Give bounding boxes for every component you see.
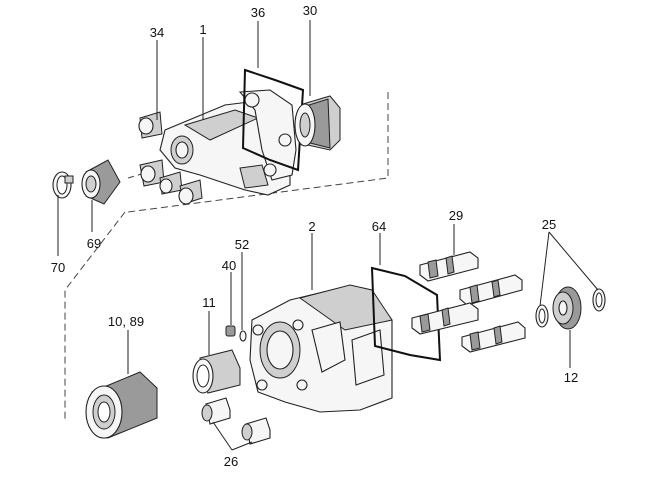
callout-70: 70 bbox=[51, 260, 65, 275]
callout-labels: 34 1 36 30 70 69 29 2 64 25 52 40 11 10,… bbox=[51, 3, 578, 469]
part-40-plug bbox=[225, 325, 236, 337]
callout-25: 25 bbox=[542, 217, 556, 232]
callout-2: 2 bbox=[308, 219, 315, 234]
callout-52: 52 bbox=[235, 237, 249, 252]
part-52-oring bbox=[239, 330, 247, 342]
callout-10-89: 10, 89 bbox=[108, 314, 144, 329]
part-25-rings bbox=[535, 288, 606, 328]
part-2-main-housing bbox=[249, 284, 393, 413]
part-11-sleeve bbox=[192, 349, 241, 394]
part-29-shafts bbox=[411, 251, 526, 353]
part-64-gasket bbox=[370, 266, 442, 362]
callout-36: 36 bbox=[251, 5, 265, 20]
callout-34: 34 bbox=[150, 25, 164, 40]
part-10-89-gear-bearing bbox=[85, 371, 158, 439]
leader-lines bbox=[57, 20, 599, 451]
callout-30: 30 bbox=[303, 3, 317, 18]
part-36-gasket bbox=[241, 68, 305, 172]
part-70-clamp bbox=[52, 171, 74, 199]
callout-29: 29 bbox=[449, 208, 463, 223]
part-12-gear bbox=[552, 286, 582, 330]
callout-64: 64 bbox=[372, 219, 386, 234]
part-26-pins bbox=[201, 397, 271, 445]
callout-1: 1 bbox=[199, 22, 206, 37]
callout-12: 12 bbox=[564, 370, 578, 385]
part-69-seal bbox=[81, 159, 121, 205]
callout-40: 40 bbox=[222, 258, 236, 273]
callout-26: 26 bbox=[224, 454, 238, 469]
part-1-housing bbox=[159, 89, 297, 196]
callout-69: 69 bbox=[87, 236, 101, 251]
part-30-bearing bbox=[294, 95, 341, 151]
callout-11: 11 bbox=[202, 295, 216, 310]
